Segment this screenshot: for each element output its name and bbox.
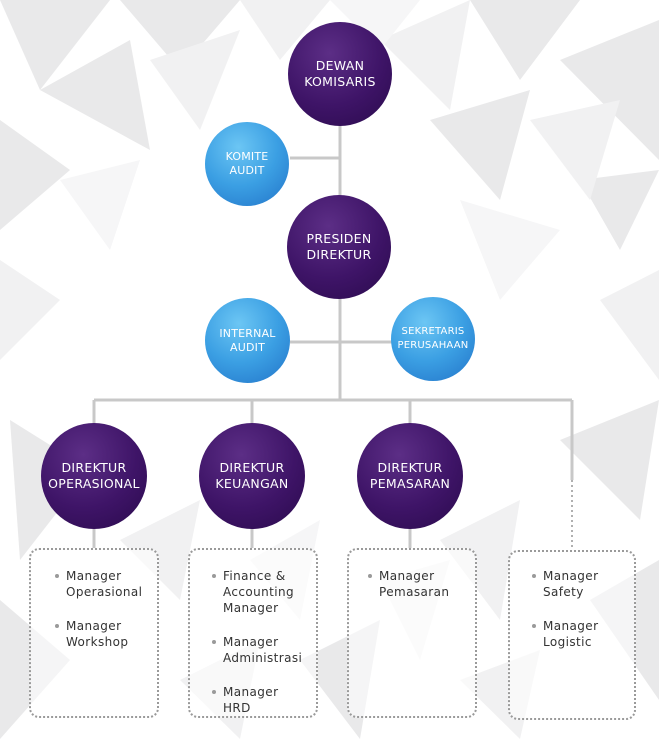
node-internal-audit: INTERNAL AUDIT	[205, 298, 290, 383]
node-direktur-keuangan: DIREKTUR KEUANGAN	[199, 423, 305, 529]
node-presiden-direktur: PRESIDEN DIREKTUR	[287, 195, 391, 299]
list-item: Manager Operasional	[55, 568, 147, 600]
list-item: Manager Administrasi	[212, 634, 306, 666]
node-label: DIREKTUR OPERASIONAL	[48, 460, 140, 491]
manager-list: Manager Pemasaran	[368, 568, 465, 600]
node-label: DIREKTUR KEUANGAN	[215, 460, 289, 491]
node-label: DEWAN KOMISARIS	[304, 58, 376, 89]
manager-list: Finance & Accounting Manager Manager Adm…	[212, 568, 306, 716]
group-pemasaran: Manager Pemasaran	[347, 548, 477, 718]
node-label: DIREKTUR PEMASARAN	[369, 460, 451, 491]
node-label: KOMITE AUDIT	[225, 150, 269, 177]
list-item: Manager HRD	[212, 684, 306, 716]
list-item: Manager Workshop	[55, 618, 147, 650]
node-direktur-operasional: DIREKTUR OPERASIONAL	[41, 423, 147, 529]
node-dewan-komisaris: DEWAN KOMISARIS	[288, 22, 392, 126]
group-operasional: Manager Operasional Manager Workshop	[29, 548, 159, 718]
node-sekretaris-perusahaan: SEKRETARIS PERUSAHAAN	[391, 297, 475, 381]
node-label: INTERNAL AUDIT	[219, 326, 276, 354]
list-item: Manager Pemasaran	[368, 568, 465, 600]
manager-list: Manager Safety Manager Logistic	[532, 568, 624, 650]
node-label: PRESIDEN DIREKTUR	[306, 231, 372, 262]
manager-list: Manager Operasional Manager Workshop	[55, 568, 147, 650]
node-komite-audit: KOMITE AUDIT	[205, 122, 289, 206]
list-item: Manager Logistic	[532, 618, 624, 650]
group-lainnya: Manager Safety Manager Logistic	[508, 550, 636, 720]
group-keuangan: Finance & Accounting Manager Manager Adm…	[188, 548, 318, 718]
list-item: Manager Safety	[532, 568, 624, 600]
list-item: Finance & Accounting Manager	[212, 568, 306, 616]
node-label: SEKRETARIS PERUSAHAAN	[397, 326, 469, 351]
node-direktur-pemasaran: DIREKTUR PEMASARAN	[357, 423, 463, 529]
